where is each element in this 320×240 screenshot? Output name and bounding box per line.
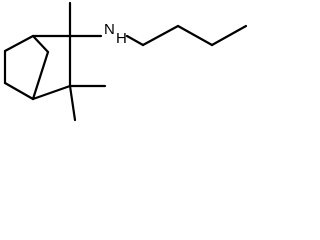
bond-c-c (176, 24, 214, 47)
bond-c-c (3, 81, 35, 101)
molecule-structure: N H (3, 1, 248, 122)
bond-c-c (3, 34, 35, 53)
bond-c-c (31, 84, 72, 101)
nitrogen-label: N (104, 21, 115, 38)
bond-c-c (210, 24, 248, 47)
bond-c-c (31, 34, 50, 54)
structure-canvas: N H (0, 0, 250, 122)
bond-c-c (141, 24, 180, 47)
bond-n-c (125, 34, 145, 47)
bond-c-c (31, 50, 50, 101)
hydrogen-label: H (116, 30, 127, 47)
bond-methyl (68, 84, 77, 122)
